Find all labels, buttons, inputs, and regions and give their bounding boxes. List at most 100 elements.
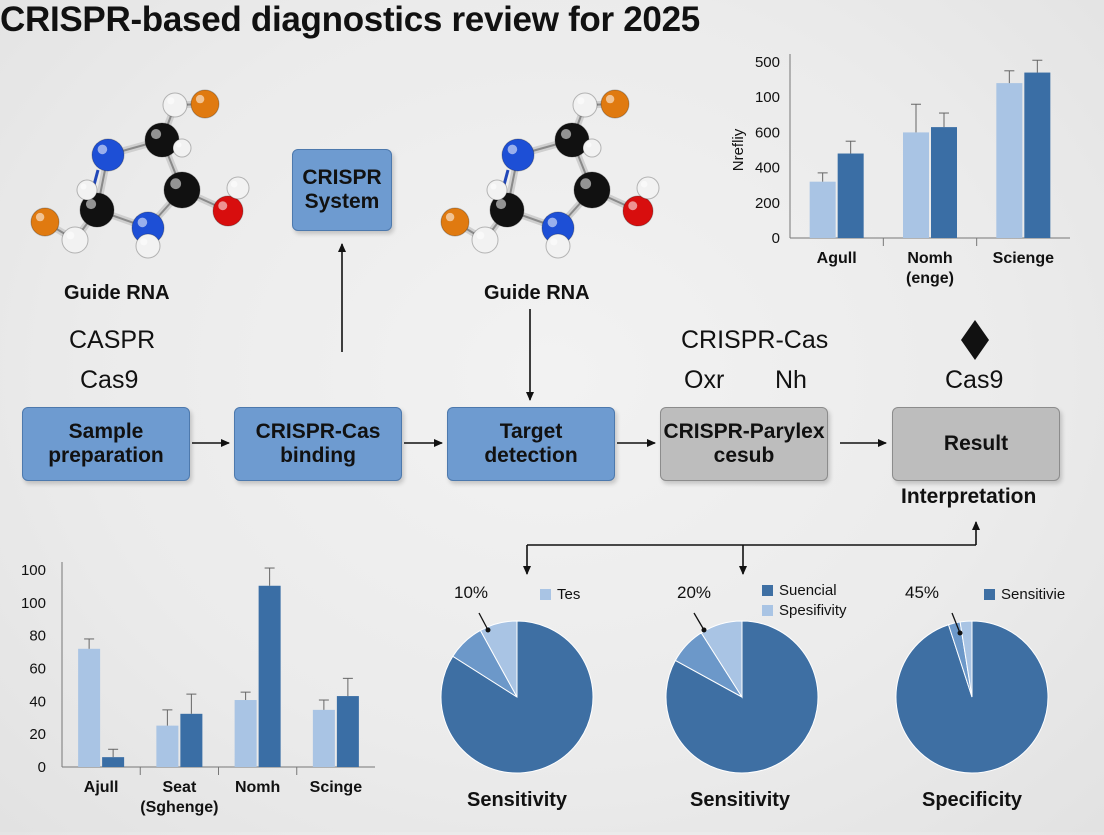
bar (258, 585, 281, 767)
legend-swatch (762, 605, 773, 616)
atom-highlight (445, 212, 455, 222)
bar (234, 700, 257, 767)
legend-swatch (540, 589, 551, 600)
atom-highlight (640, 180, 648, 188)
pie-chart-1: Tes (440, 586, 594, 774)
pipeline-step-line1: Result (943, 432, 1009, 455)
pipeline-step-line2: binding (280, 444, 356, 467)
pointer-line (951, 612, 961, 634)
atom-highlight (150, 128, 162, 140)
label-nh: Nh (775, 366, 807, 394)
bar (78, 648, 101, 767)
atom-highlight (176, 142, 182, 148)
atom-highlight (167, 97, 175, 105)
crispr-system-line1: CRISPR (302, 166, 382, 189)
pie-caption: Specificity (922, 789, 1023, 811)
bar (931, 127, 957, 238)
interpretation-label: Interpretation (901, 485, 1037, 508)
bar (102, 757, 125, 767)
label-caspr: CASPR (69, 326, 156, 354)
bar (996, 83, 1023, 238)
pie-slice (959, 620, 973, 698)
y-tick-label: 40 (29, 693, 46, 710)
molecule (440, 89, 660, 259)
atom-highlight (170, 178, 182, 190)
crispr-system-line2: System (304, 190, 380, 213)
legend-swatch (984, 589, 995, 600)
page-title: CRISPR-based diagnostics review for 2025 (0, 0, 700, 39)
atom-highlight (97, 144, 108, 155)
legend-swatch (762, 585, 773, 596)
y-tick-label: 60 (29, 661, 46, 678)
pipeline-step-result: Result (892, 407, 1060, 481)
atom-highlight (560, 128, 572, 140)
molecule-label: Guide RNA (484, 282, 590, 304)
y-tick-label: 100 (21, 562, 46, 579)
y-tick-label: 500 (755, 54, 780, 71)
bar (903, 132, 929, 238)
legend-label: Suencial (779, 582, 837, 599)
pipeline-step-line1: CRISPR-Cas (255, 420, 381, 443)
x-category-label: (enge) (906, 270, 954, 287)
pipeline-step-line1: Sample (68, 420, 144, 443)
pointer-line (478, 612, 489, 631)
bar (312, 709, 335, 767)
label-cas9-right: Cas9 (945, 366, 1004, 394)
y-tick-label: 0 (38, 759, 46, 776)
pie-chart-3: Sensitivie (895, 586, 1065, 774)
pie-slice (440, 620, 594, 774)
pipeline-step-line2: cesub (713, 444, 775, 467)
pointer-head (701, 627, 707, 633)
y-tick-label: 20 (29, 726, 46, 743)
pipeline-step-line2: preparation (48, 444, 164, 467)
pie-caption: Sensitivity (690, 789, 791, 811)
pie-slice (700, 620, 743, 699)
pie-percent-label: 20% (677, 583, 712, 602)
x-category-label: Seat (162, 779, 196, 796)
atom-highlight (137, 217, 148, 228)
y-tick-label: 100 (21, 595, 46, 612)
pipeline-step-line1: Target (499, 420, 563, 443)
atom-highlight (577, 97, 585, 105)
pointer-line (693, 612, 705, 631)
x-category-label: Scinge (310, 779, 363, 796)
y-tick-label: 80 (29, 628, 46, 645)
pointer-head (485, 627, 491, 633)
y-tick-label: 100 (755, 89, 780, 106)
bar (1024, 72, 1051, 238)
bar (809, 181, 836, 238)
legend-label: Tes (557, 586, 580, 603)
atom-highlight (586, 142, 592, 148)
diamond-icon (961, 320, 989, 360)
x-category-label: Ajull (84, 779, 119, 796)
bar (156, 725, 179, 767)
atom-highlight (230, 180, 238, 188)
pie-slice (479, 620, 518, 698)
bar (180, 713, 203, 767)
atom-highlight (490, 183, 497, 190)
pie-percent-label: 10% (454, 583, 489, 602)
bar (336, 696, 359, 767)
bar (837, 153, 864, 238)
y-tick-label: 0 (772, 230, 780, 247)
legend-label: Sensitivie (1001, 586, 1065, 603)
atom-highlight (35, 212, 45, 222)
y-tick-label: 200 (755, 195, 780, 212)
atom-highlight (628, 201, 638, 211)
atom-highlight (66, 231, 75, 240)
atom-highlight (495, 198, 507, 210)
x-category-label: Agull (817, 250, 857, 267)
molecule-label: Guide RNA (64, 282, 170, 304)
label-crispr-cas: CRISPR-Cas (681, 326, 829, 354)
y-tick-label: 600 (755, 124, 780, 141)
atom-highlight (476, 231, 485, 240)
x-category-label: Scienge (993, 250, 1054, 267)
